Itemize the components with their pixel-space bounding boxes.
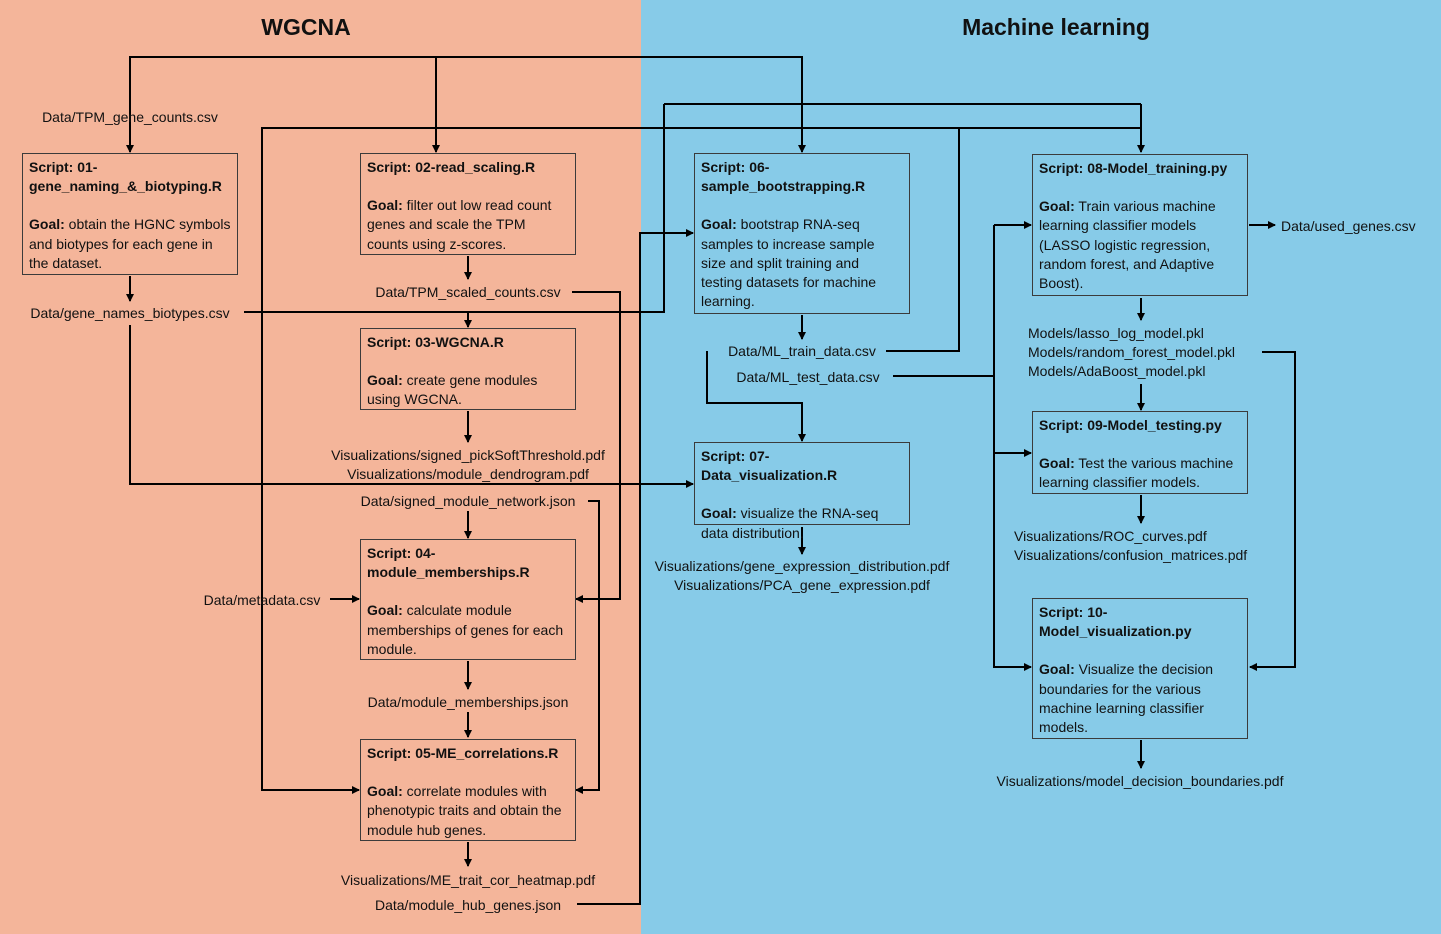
script-07-box: Script: 07-Data_visualization.R Goal: vi… — [694, 442, 910, 541]
script-title: Script: 07-Data_visualization.R — [701, 448, 838, 484]
script-title: Script: 10- Model_visualization.py — [1039, 604, 1192, 640]
script-03-box: Script: 03-WGCNA.R Goal: create gene mod… — [360, 328, 576, 410]
connector-train-to-s08 — [886, 127, 1141, 352]
script-title: Script: 01- gene_naming_&_biotyping.R — [29, 159, 222, 195]
connector-models-to-s10 — [1249, 351, 1296, 671]
goal-label: Goal: — [367, 372, 403, 389]
goal-text: bootstrap RNA-seq samples to increase sa… — [701, 216, 877, 310]
script-02-box: Script: 02-read_scaling.R Goal: filter o… — [360, 153, 576, 255]
file-confusion-matrices: Visualizations/confusion_matrices.pdf — [1014, 547, 1248, 563]
goal-text: calculate module memberships of genes fo… — [367, 602, 564, 657]
connector-tpm-to-s01 — [129, 56, 803, 110]
connector-hub-genes — [577, 599, 641, 905]
script-title: Script: 02-read_scaling.R — [367, 159, 536, 175]
script-05-box: Script: 05-ME_correlations.R Goal: corre… — [360, 739, 576, 841]
goal-label: Goal: — [1039, 198, 1075, 215]
file-random-forest-model: Models/random_forest_model.pkl — [1028, 344, 1235, 360]
file-roc-curves: Visualizations/ROC_curves.pdf — [1014, 528, 1207, 544]
file-decision-boundaries: Visualizations/model_decision_boundaries… — [996, 773, 1284, 789]
connector-metadata-line — [261, 127, 1141, 580]
goal-label: Goal: — [367, 197, 403, 214]
file-tpm-gene-counts: Data/TPM_gene_counts.csv — [42, 109, 218, 125]
goal-text: Test the various machine learning classi… — [1039, 455, 1234, 491]
goal-text: correlate modules with phenotypic traits… — [367, 783, 562, 838]
goal-label: Goal: — [1039, 455, 1075, 472]
file-gene-expression-distribution: Visualizations/gene_expression_distribut… — [654, 558, 950, 574]
script-title: Script: 08-Model_training.py — [1039, 160, 1228, 176]
file-used-genes: Data/used_genes.csv — [1281, 218, 1416, 234]
file-ml-test-data: Data/ML_test_data.csv — [736, 369, 880, 385]
script-10-box: Script: 10- Model_visualization.py Goal:… — [1032, 598, 1248, 739]
goal-label: Goal: — [367, 783, 403, 800]
file-ml-train-data: Data/ML_train_data.csv — [728, 343, 876, 359]
file-module-hub-genes: Data/module_hub_genes.json — [374, 897, 562, 913]
file-module-memberships: Data/module_memberships.json — [367, 694, 569, 710]
file-metadata: Data/metadata.csv — [203, 592, 321, 608]
file-me-trait-heatmap: Visualizations/ME_trait_cor_heatmap.pdf — [340, 872, 596, 888]
goal-text: visualize the RNA-seq data distribution. — [701, 505, 879, 541]
goal-text: obtain the HGNC symbols and biotypes for… — [29, 216, 231, 271]
script-09-box: Script: 09-Model_testing.py Goal: Test t… — [1032, 411, 1248, 494]
script-title: Script: 04- module_memberships.R — [367, 545, 530, 581]
goal-text: filter out low read count genes and scal… — [367, 197, 552, 252]
script-title: Script: 06- sample_bootstrapping.R — [701, 159, 866, 195]
machine-learning-panel — [641, 0, 1441, 934]
goal-label: Goal: — [701, 216, 737, 233]
script-08-box: Script: 08-Model_training.py Goal: Train… — [1032, 154, 1248, 296]
wgcna-section-title: WGCNA — [261, 14, 351, 40]
file-signed-module-network: Data/signed_module_network.json — [360, 493, 576, 509]
file-lasso-model: Models/lasso_log_model.pkl — [1028, 325, 1204, 341]
file-pick-soft-threshold: Visualizations/signed_pickSoftThreshold.… — [331, 447, 605, 463]
goal-label: Goal: — [1039, 661, 1075, 678]
file-adaboost-model: Models/AdaBoost_model.pkl — [1028, 363, 1206, 379]
goal-text: create gene modules using WGCNA. — [367, 372, 538, 408]
connector-scaled-to-s06 — [639, 229, 694, 599]
script-title: Script: 05-ME_correlations.R — [367, 745, 559, 761]
script-title: Script: 09-Model_testing.py — [1039, 417, 1222, 433]
connector-gene-names — [244, 104, 665, 313]
goal-label: Goal: — [701, 505, 737, 522]
goal-label: Goal: — [367, 602, 403, 619]
goal-label: Goal: — [29, 216, 65, 233]
script-01-box: Script: 01- gene_naming_&_biotyping.R Go… — [22, 153, 238, 275]
goal-text: Visualize the decision boundaries for th… — [1039, 661, 1214, 736]
file-module-dendrogram: Visualizations/module_dendrogram.pdf — [347, 466, 589, 482]
wgcna-panel — [0, 0, 641, 934]
file-tpm-scaled-counts: Data/TPM_scaled_counts.csv — [375, 284, 561, 300]
file-pca-gene-expression: Visualizations/PCA_gene_expression.pdf — [674, 577, 930, 593]
goal-text: Train various machine learning classifie… — [1039, 198, 1216, 292]
script-title: Script: 03-WGCNA.R — [367, 334, 504, 350]
script-04-box: Script: 04- module_memberships.R Goal: c… — [360, 539, 576, 660]
machine-learning-section-title: Machine learning — [962, 14, 1150, 40]
file-gene-names-biotypes: Data/gene_names_biotypes.csv — [30, 305, 230, 321]
script-06-box: Script: 06- sample_bootstrapping.R Goal:… — [694, 153, 910, 314]
